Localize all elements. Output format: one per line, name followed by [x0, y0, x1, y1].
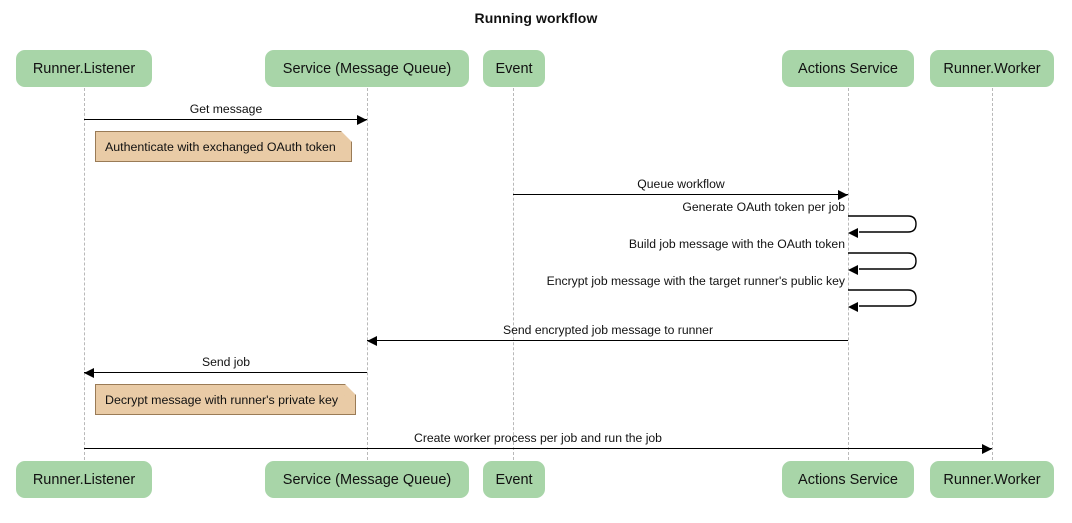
- lifeline-runner-listener: [84, 88, 85, 460]
- participant-label: Service (Message Queue): [282, 471, 452, 488]
- message-label-send-encrypted-job-message: Send encrypted job message to runner: [502, 323, 714, 337]
- message-line-get-message: [84, 119, 367, 120]
- lifeline-service-message-queue: [367, 88, 368, 460]
- participant-label: Service (Message Queue): [282, 60, 452, 77]
- note-fold-edge-icon: [344, 384, 356, 396]
- message-arrowhead-queue-workflow: [838, 189, 848, 200]
- self-message-label-build-job-message: Build job message with the OAuth token: [628, 237, 845, 251]
- note-text: Authenticate with exchanged OAuth token: [105, 139, 336, 154]
- self-message-arrowhead-build-job-message: [848, 264, 858, 275]
- self-message-label-encrypt-job-message: Encrypt job message with the target runn…: [546, 274, 845, 288]
- participant-runner-listener-footer[interactable]: Runner.Listener: [16, 461, 152, 498]
- participant-label: Runner.Worker: [943, 60, 1041, 77]
- participant-event-footer[interactable]: Event: [483, 461, 545, 498]
- message-arrowhead-send-job: [84, 367, 94, 378]
- note-decrypt-note: Decrypt message with runner's private ke…: [95, 384, 356, 415]
- self-message-build-job-message: [848, 252, 920, 277]
- participant-label: Runner.Worker: [943, 471, 1041, 488]
- self-message-arrowhead-generate-oauth-token: [848, 227, 858, 238]
- participant-runner-worker-header[interactable]: Runner.Worker: [930, 50, 1054, 87]
- participant-label: Actions Service: [798, 471, 898, 488]
- message-arrowhead-create-worker-process: [982, 443, 992, 454]
- participant-actions-service-header[interactable]: Actions Service: [782, 50, 914, 87]
- participant-service-message-queue-footer[interactable]: Service (Message Queue): [265, 461, 469, 498]
- note-text: Decrypt message with runner's private ke…: [105, 392, 339, 407]
- participant-actions-service-footer[interactable]: Actions Service: [782, 461, 914, 498]
- message-line-queue-workflow: [513, 194, 848, 195]
- message-line-send-job: [84, 372, 367, 373]
- note-authenticate-note: Authenticate with exchanged OAuth token: [95, 131, 352, 162]
- participant-label: Runner.Listener: [32, 471, 136, 488]
- participant-label: Actions Service: [798, 60, 898, 77]
- message-arrowhead-get-message: [357, 114, 367, 125]
- message-label-send-job: Send job: [201, 355, 251, 369]
- self-message-label-generate-oauth-token: Generate OAuth token per job: [682, 200, 845, 214]
- participant-service-message-queue-header[interactable]: Service (Message Queue): [265, 50, 469, 87]
- self-message-encrypt-job-message: [848, 289, 920, 314]
- message-line-create-worker-process: [84, 448, 992, 449]
- note-fold-edge-icon: [340, 131, 352, 143]
- participant-event-header[interactable]: Event: [483, 50, 545, 87]
- lifeline-event: [513, 88, 514, 460]
- participant-label: Event: [495, 471, 533, 488]
- self-message-generate-oauth-token: [848, 215, 920, 240]
- participant-label: Event: [495, 60, 533, 77]
- self-message-arrowhead-encrypt-job-message: [848, 301, 858, 312]
- message-label-queue-workflow: Queue workflow: [637, 177, 725, 191]
- lifeline-runner-worker: [992, 88, 993, 460]
- message-label-create-worker-process: Create worker process per job and run th…: [414, 431, 662, 445]
- participant-runner-worker-footer[interactable]: Runner.Worker: [930, 461, 1054, 498]
- page-title: Running workflow: [474, 10, 598, 26]
- message-line-send-encrypted-job-message: [367, 340, 848, 341]
- participant-runner-listener-header[interactable]: Runner.Listener: [16, 50, 152, 87]
- message-arrowhead-send-encrypted-job-message: [367, 335, 377, 346]
- participant-label: Runner.Listener: [32, 60, 136, 77]
- message-label-get-message: Get message: [189, 102, 263, 116]
